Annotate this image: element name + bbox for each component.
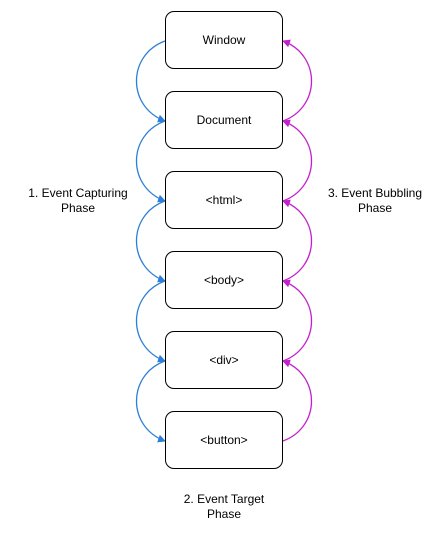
capturing-phase-line2: Phase <box>60 201 96 215</box>
node-window-label: Window <box>202 33 246 47</box>
bubbling-phase-line1: 3. Event Bubbling <box>327 186 423 200</box>
bubble-arrow-div-to-body <box>282 279 313 362</box>
node-body: <body> <box>165 251 283 309</box>
node-button: <button> <box>165 411 283 469</box>
target-phase-line1: 2. Event Target <box>183 492 265 506</box>
bubbling-phase-label: 3. Event Bubbling Phase <box>310 186 440 216</box>
capturing-phase-line1: 1. Event Capturing <box>28 186 128 200</box>
capture-arrow-div-to-button <box>135 360 166 443</box>
bubble-arrow-html-to-document <box>282 119 313 202</box>
node-document-label: Document <box>196 113 252 127</box>
bubble-arrow-body-to-html <box>282 199 313 282</box>
bubbling-arrows <box>282 39 313 442</box>
node-document: Document <box>165 91 283 149</box>
node-div: <div> <box>165 331 283 389</box>
target-phase-line2: Phase <box>206 507 242 521</box>
target-phase-label: 2. Event Target Phase <box>154 492 294 522</box>
node-html-label: <html> <box>205 193 243 207</box>
node-window: Window <box>165 11 283 69</box>
bubble-arrow-document-to-window <box>282 39 313 122</box>
capture-arrow-body-to-div <box>135 280 166 363</box>
bubbling-phase-line2: Phase <box>357 201 393 215</box>
node-body-label: <body> <box>203 273 245 287</box>
bubble-arrow-button-to-div <box>282 359 313 442</box>
capturing-arrows <box>135 40 166 443</box>
capture-arrow-window-to-document <box>135 40 166 123</box>
capturing-phase-label: 1. Event Capturing Phase <box>8 186 148 216</box>
node-div-label: <div> <box>209 353 239 367</box>
node-button-label: <button> <box>200 433 248 447</box>
node-html: <html> <box>165 171 283 229</box>
